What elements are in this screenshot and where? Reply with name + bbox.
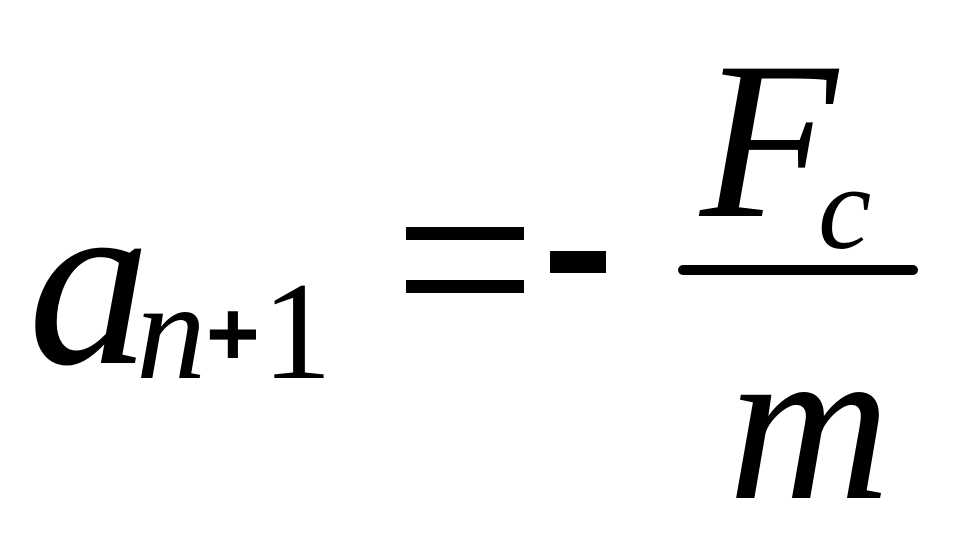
equals-bar-bottom (406, 280, 524, 293)
numerator-subscript-c: c (818, 141, 872, 274)
denominator-m: m (728, 297, 891, 547)
equals-bar-top (406, 227, 524, 240)
variable-a: a (28, 145, 151, 416)
numerator-F: F (700, 15, 838, 265)
minus-sign (550, 251, 606, 273)
equation: a n + 1 F c m (28, 15, 918, 535)
subscript-n: n (136, 254, 206, 409)
fraction-line (678, 265, 918, 275)
subscript-plus: + (206, 283, 260, 385)
subscript-one: 1 (262, 254, 332, 409)
